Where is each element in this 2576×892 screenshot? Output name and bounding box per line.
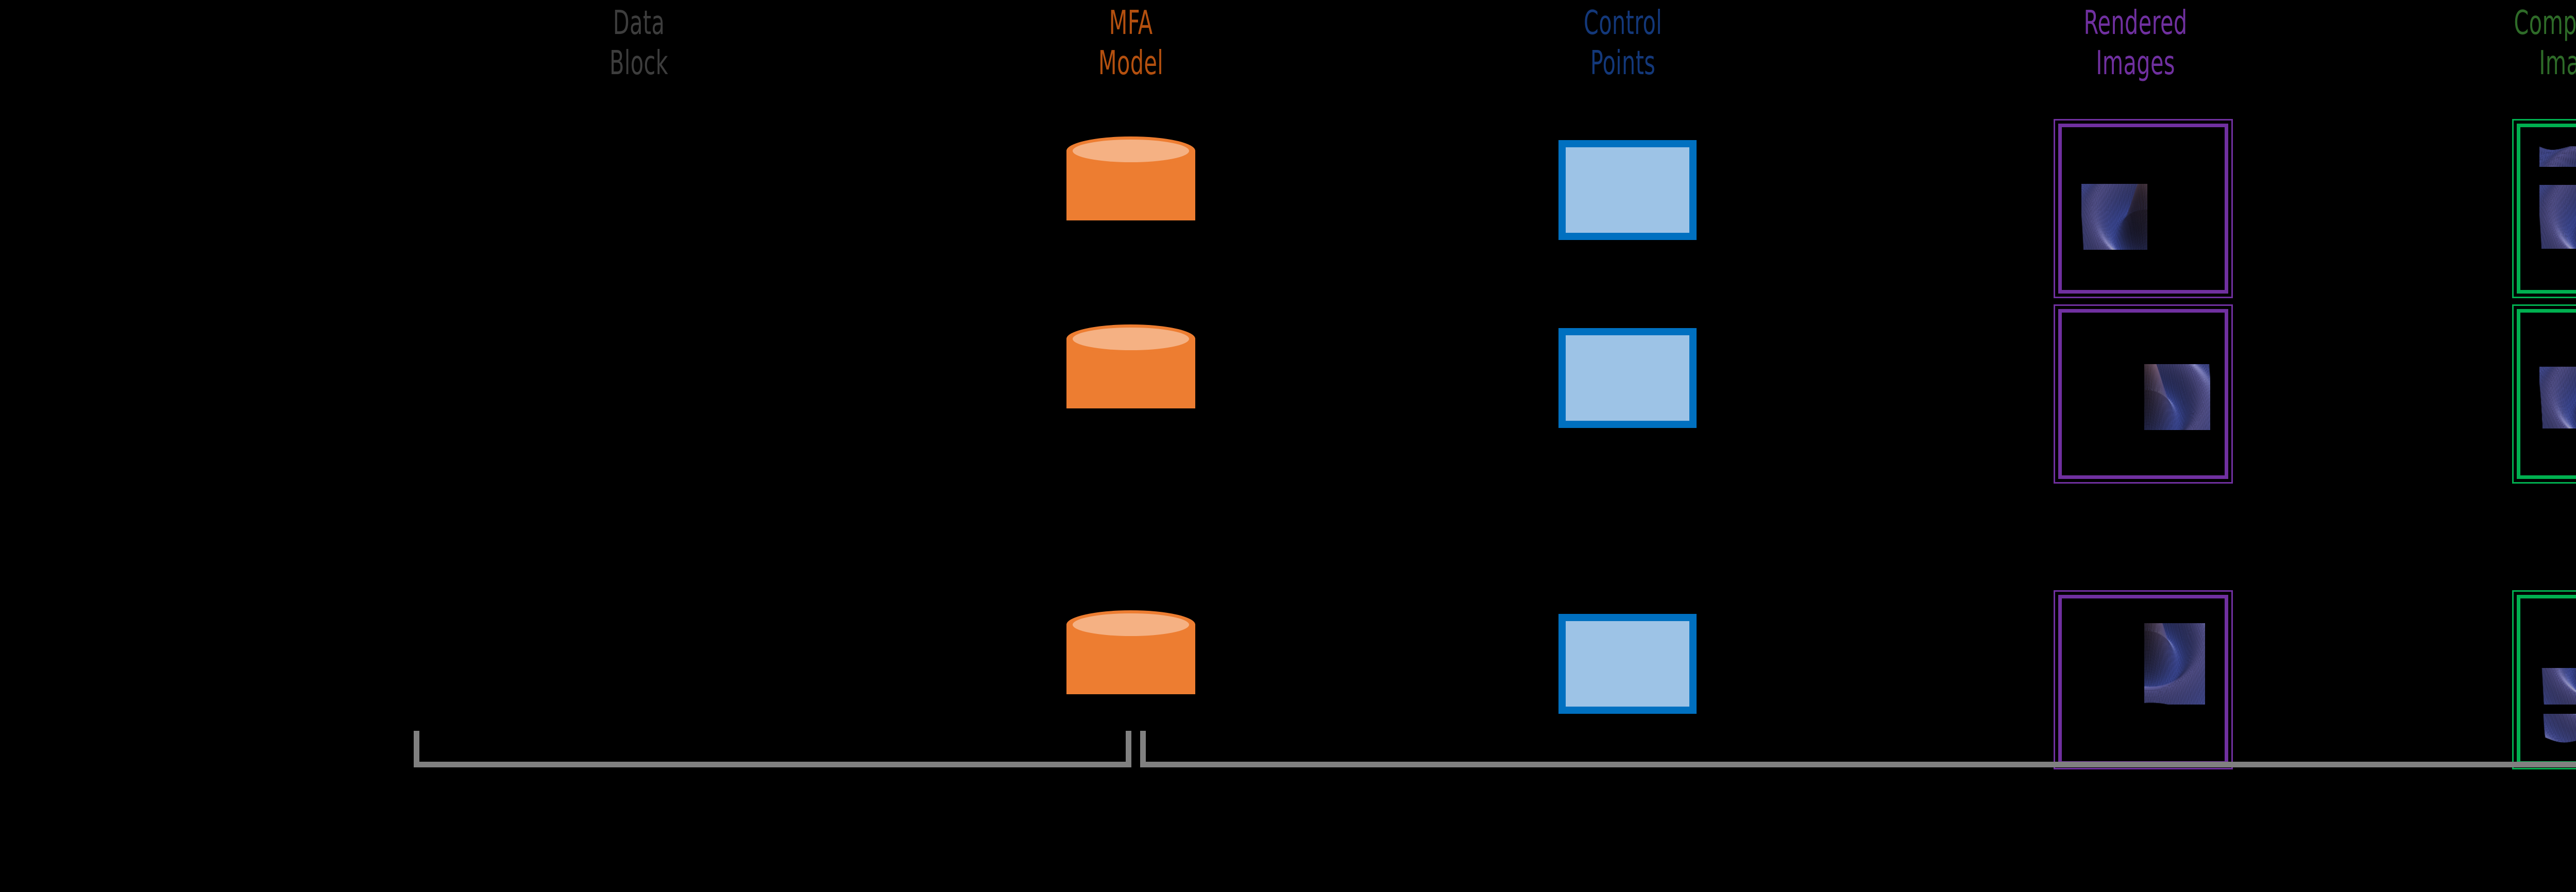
- control-points-square-row-3[interactable]: [1558, 614, 1697, 714]
- column-header-control-points: Control Points: [1583, 4, 1663, 83]
- composited-image-frame-row-2[interactable]: [2512, 304, 2576, 484]
- composited-surface-tile-row-3-left: [2541, 668, 2576, 705]
- column-header-data-block: Data Block: [609, 4, 668, 83]
- surface-tile-canvas: [2144, 623, 2205, 705]
- cylinder-top-highlight: [1073, 613, 1189, 636]
- control-points-square-row-1[interactable]: [1558, 140, 1697, 240]
- surface-tile-canvas: [2081, 184, 2147, 250]
- cylinder-top-highlight: [1073, 328, 1189, 350]
- cylinder-top-highlight: [1073, 140, 1189, 162]
- surface-tile-canvas: [2144, 364, 2210, 430]
- cylinder-top-ellipse: [1066, 324, 1195, 353]
- surface-tile-canvas: [2541, 668, 2576, 705]
- bracket-left: [414, 731, 1131, 767]
- composited-surface-tile-row-2: [2539, 367, 2576, 428]
- surface-tile-canvas: [2539, 367, 2576, 428]
- rendered-image-frame-row-2[interactable]: [2054, 304, 2233, 484]
- cylinder-top-ellipse: [1066, 136, 1195, 165]
- surface-tile-canvas: [2539, 185, 2576, 249]
- surface-tile-canvas: [2540, 714, 2576, 754]
- rendered-surface-tile-row-1: [2081, 184, 2147, 250]
- column-header-composited-images: Composited Images: [2514, 4, 2576, 83]
- mfa-model-cylinder-row-3[interactable]: [1066, 610, 1195, 708]
- rendered-surface-tile-row-2: [2144, 364, 2210, 430]
- composited-surface-strip-row-1-top: [2539, 146, 2576, 167]
- mfa-model-cylinder-row-1[interactable]: [1066, 136, 1195, 234]
- control-points-square-row-2[interactable]: [1558, 328, 1697, 428]
- composited-surface-tile-row-1-main: [2539, 185, 2576, 249]
- surface-tile-canvas: [2539, 146, 2576, 167]
- column-header-mfa-model: MFA Model: [1098, 4, 1164, 83]
- rendered-image-frame-row-1[interactable]: [2054, 119, 2233, 298]
- column-header-rendered-images: Rendered Images: [2083, 4, 2188, 83]
- composited-image-frame-row-1[interactable]: [2512, 119, 2576, 298]
- composited-surface-tile-row-3-bottom: [2540, 714, 2576, 754]
- cylinder-top-ellipse: [1066, 610, 1195, 639]
- bracket-right: [1140, 731, 2576, 767]
- rendered-surface-tile-row-3: [2144, 623, 2205, 705]
- mfa-model-cylinder-row-2[interactable]: [1066, 324, 1195, 422]
